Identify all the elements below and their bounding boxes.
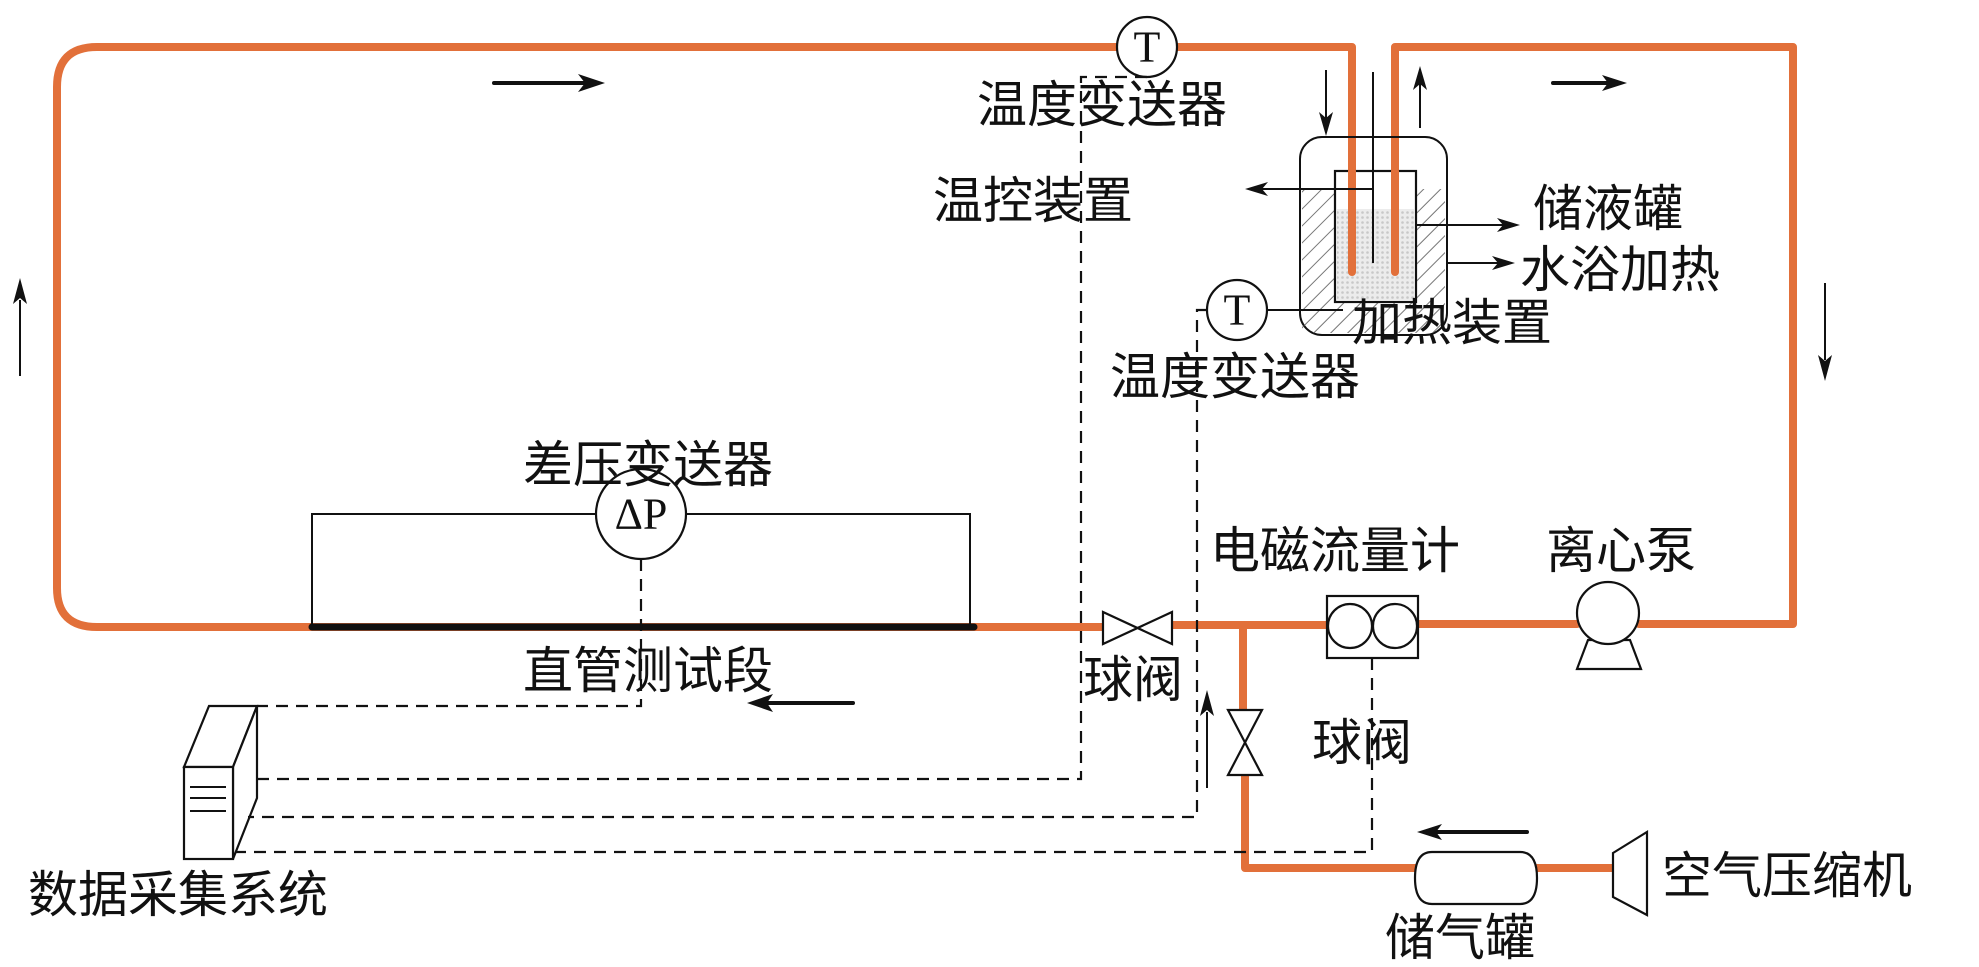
centrifugal-pump [1575, 580, 1643, 671]
electromagnetic-flowmeter [1325, 594, 1420, 660]
label-temp-transmitter-mid: 温度变送器 [1110, 348, 1360, 406]
flow-arrow-top-left [492, 74, 605, 92]
label-centrifugal-pump: 离心泵 [1546, 522, 1696, 580]
flow-arrow-left-side [13, 278, 27, 376]
flow-arrow-tank-inlet [1319, 70, 1333, 136]
label-temp-control-device: 温控装置 [933, 172, 1133, 230]
flow-arrow-air-line [1417, 824, 1529, 840]
temp-control-arrowhead [1245, 182, 1268, 196]
temp-sensor-top: T [1115, 15, 1179, 79]
flow-arrow-right-side [1818, 283, 1832, 381]
flow-arrow-air-branch [1200, 690, 1214, 788]
thermometer-icon: T [1224, 286, 1251, 335]
label-heating-device: 加热装置 [1352, 294, 1552, 352]
label-ball-valve-branch: 球阀 [1312, 714, 1412, 772]
gas-storage-tank [1413, 850, 1539, 906]
main-pipe-loop [53, 43, 1356, 631]
label-air-compressor: 空气压缩机 [1662, 847, 1912, 905]
ball-valve-main[interactable] [1101, 610, 1174, 646]
label-liquid-storage-tank: 储液罐 [1533, 180, 1683, 238]
water-bath-arrowhead [1492, 256, 1515, 270]
pipe-gas-branch-lower [1241, 772, 1419, 872]
temp-sensor-mid: T [1205, 278, 1269, 342]
data-acquisition-computer [182, 704, 259, 861]
label-temp-transmitter-top: 温度变送器 [977, 76, 1227, 134]
flow-arrow-top-right [1551, 75, 1627, 91]
signal-line-diff-pressure [257, 559, 643, 708]
label-water-bath-heating: 水浴加热 [1520, 241, 1720, 299]
signal-line-temp-mid [248, 308, 1207, 819]
pipe-pump-to-tank [1391, 43, 1797, 628]
delta-p-icon: ΔP [615, 490, 668, 539]
label-data-acquisition-system: 数据采集系统 [28, 866, 328, 924]
label-gas-storage-tank: 储气罐 [1385, 909, 1535, 967]
signal-line-temp-top [257, 75, 1147, 781]
flow-arrow-bottom [747, 694, 855, 712]
diff-pressure-transmitter-symbol: ΔP [594, 467, 688, 561]
thermometer-icon: T [1134, 23, 1161, 72]
storage-tank-arrowhead [1497, 218, 1520, 232]
label-electromagnetic-flowmeter: 电磁流量计 [1210, 522, 1460, 580]
label-straight-pipe-test-section: 直管测试段 [523, 642, 773, 700]
label-ball-valve-main: 球阀 [1083, 651, 1183, 709]
air-compressor [1611, 830, 1649, 917]
ball-valve-branch[interactable] [1226, 708, 1264, 777]
pressure-tap-right [686, 513, 971, 627]
pressure-tap-left [311, 513, 596, 627]
signal-line-flowmeter [236, 658, 1374, 854]
liquid-storage-tank [1299, 72, 1448, 336]
flow-arrow-tank-outlet [1413, 66, 1427, 128]
label-diff-pressure-transmitter: 差压变送器 [523, 436, 773, 494]
